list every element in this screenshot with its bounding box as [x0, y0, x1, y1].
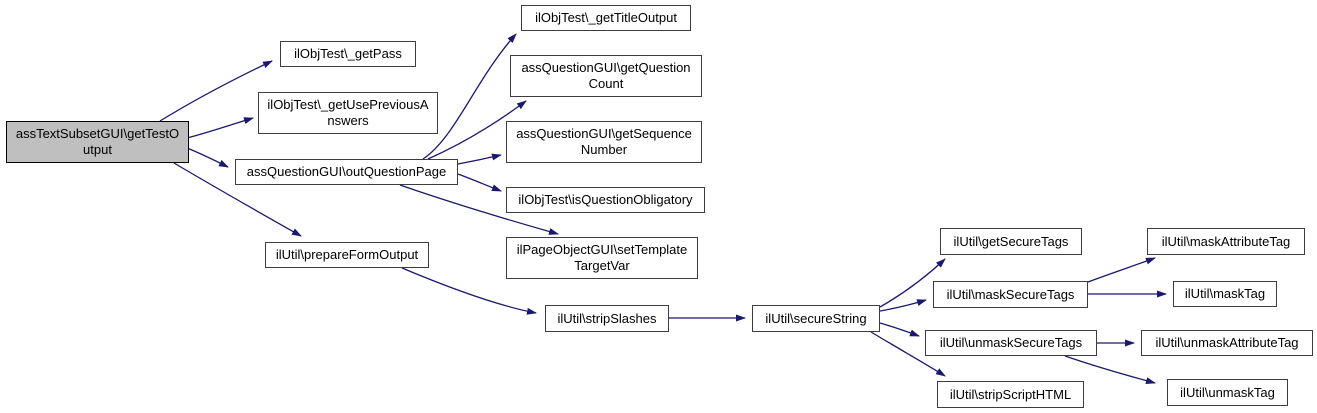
- node-mask-secure-tags[interactable]: ilUtil\maskSecureTags: [933, 281, 1088, 308]
- edge-mask-secure-tags-to-mask-attribute-tag: [1087, 257, 1156, 283]
- edge-out-question-page-to-get-title-output: [422, 33, 517, 160]
- node-mask-attribute-tag[interactable]: ilUtil\maskAttributeTag: [1147, 228, 1305, 255]
- node-get-test-output: assTextSubsetGUI\getTestOutput: [6, 121, 189, 163]
- node-get-pass[interactable]: ilObjTest\_getPass: [280, 41, 416, 67]
- node-strip-slashes[interactable]: ilUtil\stripSlashes: [545, 305, 669, 332]
- node-out-question-page[interactable]: assQuestionGUI\outQuestionPage: [235, 159, 458, 185]
- edge-prepare-form-output-to-strip-slashes: [401, 267, 537, 315]
- node-unmask-secure-tags[interactable]: ilUtil\unmaskSecureTags: [925, 330, 1097, 356]
- edge-unmask-secure-tags-to-unmask-tag: [1064, 355, 1156, 385]
- edge-secure-string-to-get-secure-tags: [879, 258, 946, 308]
- edge-get-test-output-to-get-pass: [159, 60, 273, 122]
- node-set-template-target-var[interactable]: ilPageObjectGUI\setTemplateTargetVar: [506, 237, 698, 279]
- edge-secure-string-to-unmask-secure-tags: [879, 322, 920, 337]
- edge-out-question-page-to-get-sequence-number: [457, 153, 502, 165]
- node-is-question-obligatory[interactable]: ilObjTest\isQuestionObligatory: [506, 187, 705, 213]
- edge-out-question-page-to-get-question-count: [427, 100, 527, 160]
- node-unmask-attribute-tag[interactable]: ilUtil\unmaskAttributeTag: [1141, 330, 1313, 356]
- edge-out-question-page-to-is-question-obligatory: [457, 173, 502, 192]
- node-get-sequence-number[interactable]: assQuestionGUI\getSequenceNumber: [506, 121, 702, 163]
- node-get-question-count[interactable]: assQuestionGUI\getQuestionCount: [510, 55, 702, 97]
- node-unmask-tag[interactable]: ilUtil\unmaskTag: [1167, 379, 1288, 406]
- edge-get-test-output-to-prepare-form-output: [173, 162, 302, 237]
- edge-secure-string-to-strip-script-html: [870, 331, 946, 377]
- edge-get-test-output-to-get-use-previous-answers: [186, 117, 254, 139]
- node-strip-script-html[interactable]: ilUtil\stripScriptHTML: [937, 381, 1084, 408]
- node-get-secure-tags[interactable]: ilUtil\getSecureTags: [940, 228, 1082, 255]
- node-mask-tag[interactable]: ilUtil\maskTag: [1173, 281, 1277, 307]
- edge-get-test-output-to-out-question-page: [186, 147, 229, 168]
- node-secure-string[interactable]: ilUtil\secureString: [752, 305, 880, 332]
- node-get-use-previous-answers[interactable]: ilObjTest\_getUsePreviousAnswers: [258, 92, 438, 134]
- node-get-title-output[interactable]: ilObjTest\_getTitleOutput: [521, 5, 691, 31]
- edge-out-question-page-to-set-template-target-var: [399, 184, 559, 235]
- node-prepare-form-output[interactable]: ilUtil\prepareFormOutput: [265, 242, 429, 268]
- edge-secure-string-to-mask-secure-tags: [879, 299, 927, 312]
